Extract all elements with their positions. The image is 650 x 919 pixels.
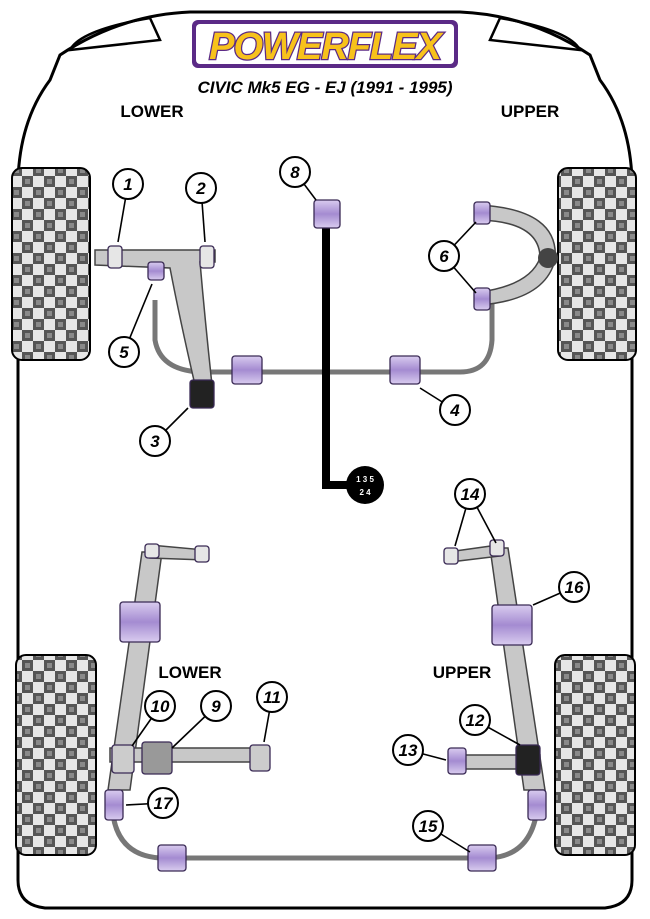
callout-14: 14 bbox=[454, 478, 497, 547]
model-subtitle: CIVIC Mk5 EG - EJ (1991 - 1995) bbox=[197, 78, 452, 97]
callout-3: 3 bbox=[139, 407, 189, 457]
callout-number: 3 bbox=[150, 432, 160, 451]
tyre-rear-right bbox=[554, 654, 636, 856]
bush-11 bbox=[144, 543, 160, 559]
bush-7 bbox=[473, 201, 491, 225]
front-lower-label: LOWER bbox=[120, 102, 183, 121]
gear-stick: 1 3 5 2 4 bbox=[322, 215, 384, 504]
gear-knob-top: 1 3 5 bbox=[356, 475, 374, 484]
callout-2: 2 bbox=[185, 172, 217, 243]
bush-8 bbox=[473, 287, 491, 311]
callout-13: 13 bbox=[392, 734, 447, 766]
callout-number: 2 bbox=[195, 179, 206, 198]
bush-2 bbox=[147, 261, 165, 281]
bush-17 bbox=[249, 744, 271, 772]
rear-lower-label: LOWER bbox=[158, 663, 221, 682]
callout-number: 13 bbox=[399, 741, 418, 760]
callout-number: 4 bbox=[449, 401, 460, 420]
bush-15 bbox=[111, 744, 135, 774]
bush-5 bbox=[389, 355, 421, 385]
callout-6: 6 bbox=[428, 221, 477, 294]
callout-16: 16 bbox=[532, 571, 590, 606]
bush-19 bbox=[447, 747, 467, 775]
callout-number: 17 bbox=[154, 794, 174, 813]
callout-12: 12 bbox=[459, 704, 521, 746]
bush-6 bbox=[313, 199, 341, 229]
bush-0 bbox=[107, 245, 123, 269]
callout-number: 15 bbox=[419, 817, 438, 836]
bush-18 bbox=[515, 744, 541, 776]
gear-knob-bottom: 2 4 bbox=[359, 488, 371, 497]
rear-upper-label: UPPER bbox=[433, 663, 492, 682]
callout-number: 16 bbox=[565, 578, 584, 597]
bush-23 bbox=[527, 789, 547, 821]
tyre-front-right bbox=[557, 167, 637, 361]
callout-10: 10 bbox=[131, 690, 176, 747]
callout-5: 5 bbox=[108, 283, 153, 368]
bush-3 bbox=[189, 379, 215, 409]
callout-9: 9 bbox=[171, 690, 232, 749]
callout-17: 17 bbox=[125, 787, 179, 819]
brand-logo-text: POWERFLEX bbox=[209, 26, 444, 68]
gear-knob bbox=[346, 466, 384, 504]
bushes-layer bbox=[104, 199, 547, 872]
callout-number: 9 bbox=[211, 697, 221, 716]
bush-12 bbox=[194, 545, 210, 563]
bush-22 bbox=[104, 789, 124, 821]
callout-15: 15 bbox=[412, 810, 471, 853]
callout-number: 10 bbox=[151, 697, 170, 716]
tyre-front-left bbox=[11, 167, 91, 361]
callout-8: 8 bbox=[279, 156, 317, 201]
bush-1 bbox=[199, 245, 215, 269]
callout-number: 11 bbox=[263, 688, 281, 707]
callout-1: 1 bbox=[112, 168, 144, 243]
bush-16 bbox=[141, 741, 173, 775]
callout-number: 1 bbox=[123, 175, 132, 194]
callout-number: 5 bbox=[119, 343, 129, 362]
bush-13 bbox=[443, 547, 459, 565]
bush-14 bbox=[489, 539, 505, 557]
bush-20 bbox=[157, 844, 187, 872]
bush-21 bbox=[467, 844, 497, 872]
callout-number: 14 bbox=[461, 485, 480, 504]
callout-number: 6 bbox=[439, 247, 449, 266]
callout-4: 4 bbox=[419, 387, 471, 426]
callout-11: 11 bbox=[256, 681, 288, 743]
powerflex-logo: POWERFLEX bbox=[192, 20, 458, 69]
callout-number: 8 bbox=[290, 163, 300, 182]
rear-anti-roll-bar bbox=[109, 799, 541, 861]
callout-number: 12 bbox=[466, 711, 485, 730]
tyre-rear-left bbox=[15, 654, 97, 856]
front-upper-label: UPPER bbox=[501, 102, 560, 121]
bush-4 bbox=[231, 355, 263, 385]
bush-9 bbox=[119, 601, 161, 643]
bush-10 bbox=[491, 604, 533, 646]
